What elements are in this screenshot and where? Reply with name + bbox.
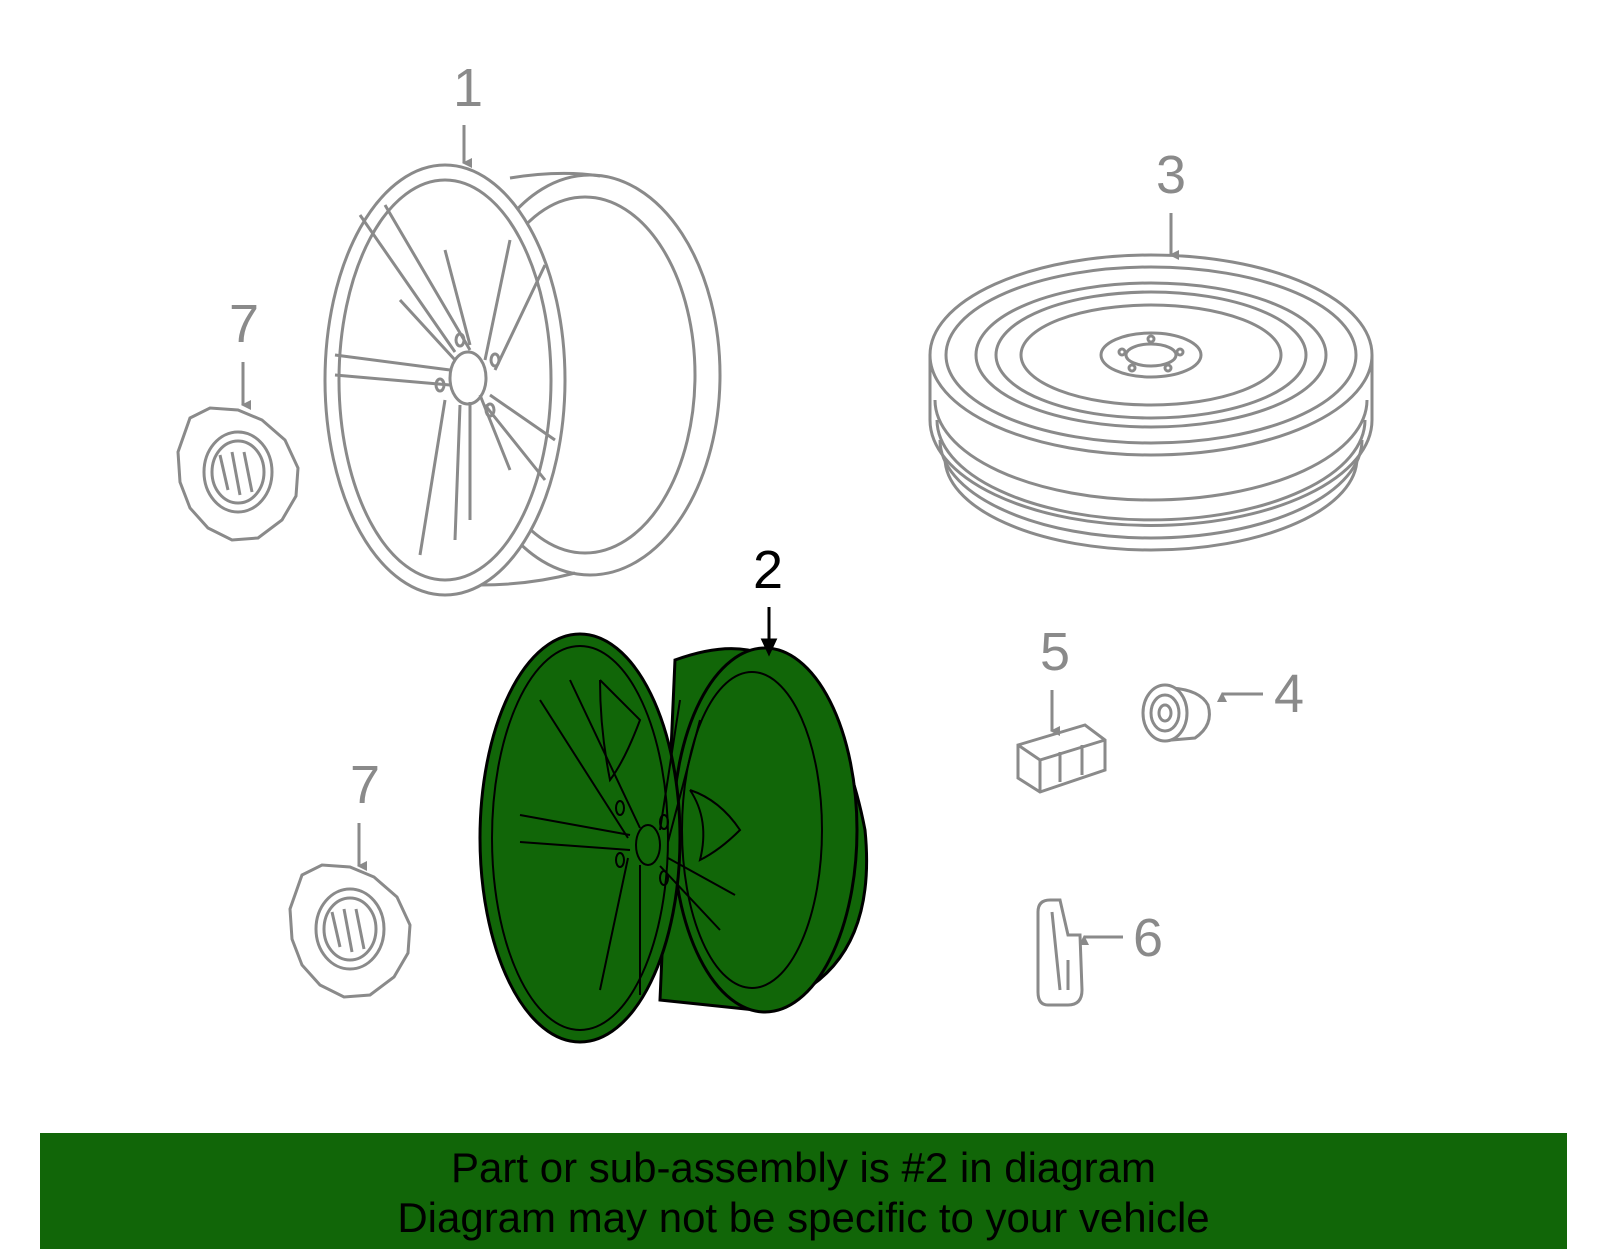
banner-line-part-reference: Part or sub-assembly is #2 in diagram: [451, 1144, 1156, 1191]
banner-line-disclaimer: Diagram may not be specific to your vehi…: [397, 1194, 1210, 1241]
callout-leaders: [241, 125, 1263, 945]
part-7-center-cap-lower[interactable]: [288, 863, 412, 999]
part-5-wheel-lock-nut[interactable]: [1016, 723, 1107, 794]
part-3-spare-tire[interactable]: [928, 253, 1374, 552]
part-1-alloy-wheel[interactable]: [323, 163, 722, 597]
part-4-lug-nut[interactable]: [1141, 683, 1211, 743]
callout-3: 3: [1156, 145, 1186, 205]
callout-7-upper: 7: [229, 294, 259, 354]
callout-1: 1: [453, 58, 483, 118]
callout-leader-2: [760, 607, 778, 657]
callout-2: 2: [753, 540, 783, 600]
callout-5: 5: [1040, 622, 1070, 682]
callout-4: 4: [1274, 664, 1304, 724]
part-2-wheel-highlighted[interactable]: [478, 632, 869, 1044]
callout-7-lower: 7: [350, 755, 380, 815]
callout-6: 6: [1133, 908, 1163, 968]
part-6-wheel-weight-clip[interactable]: [1036, 898, 1084, 1007]
disclaimer-banner: Part or sub-assembly is #2 in diagram Di…: [40, 1133, 1567, 1249]
part-7-center-cap-upper[interactable]: [176, 406, 300, 542]
